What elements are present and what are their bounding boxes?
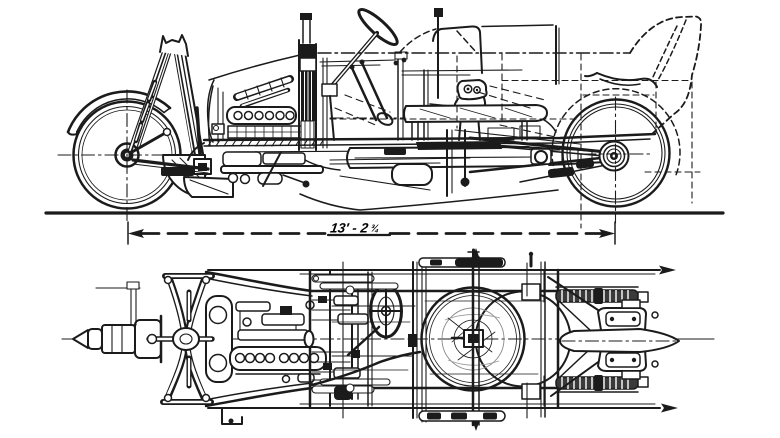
svg-text:13′ - 2 ¾: 13′ - 2 ¾ — [329, 221, 380, 236]
